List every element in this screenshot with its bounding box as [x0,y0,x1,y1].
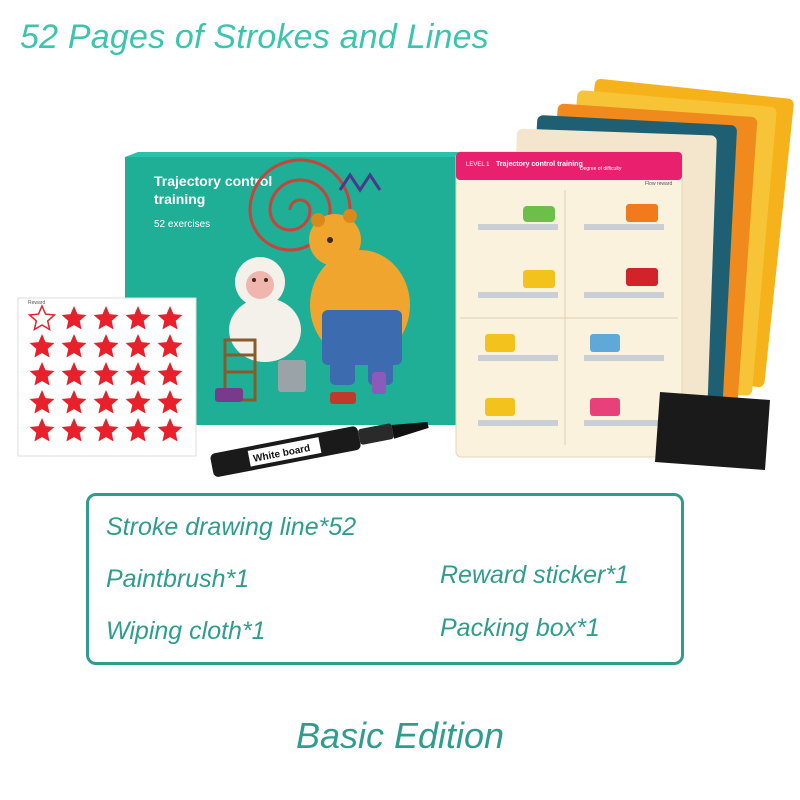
reward-star [29,362,55,386]
contents-item-paintbrush: Paintbrush*1 [106,565,250,593]
sticker-sheet-label: Reward [28,300,45,306]
box-title-line1: Trajectory control [154,173,272,189]
spiral-decoration [248,158,352,252]
sheet-reward-label: Flow reward [645,181,672,187]
contents-item-reward-sticker: Reward sticker*1 [440,561,629,589]
vehicle-icons [485,204,658,416]
reward-star [93,362,119,386]
front-worksheet: LEVEL 1 Trajectory control training Degr… [455,151,683,458]
reward-star [29,334,55,358]
sheep-illustration [223,257,301,402]
box-title-line2: training [154,191,205,207]
contents-box [86,493,684,665]
reward-star [29,390,55,414]
reward-star [93,390,119,414]
contents-item-wiping-cloth: Wiping cloth*1 [106,617,266,645]
reward-star [125,362,151,386]
reward-star [125,334,151,358]
marker-pen: White board [210,422,429,477]
reward-star [157,334,183,358]
reward-star [157,390,183,414]
packing-box: Trajectory control training 52 exercises [125,152,470,425]
reward-star [61,418,87,442]
reward-star [61,390,87,414]
sheet-level-badge: LEVEL 1 [466,162,490,168]
reward-star [61,334,87,358]
reward-sticker-sheet: Reward [17,297,197,457]
star-grid [27,304,183,442]
reward-star [125,418,151,442]
headline: 52 Pages of Strokes and Lines [20,18,489,56]
sheet-difficulty-label: Degree of difficulty [580,166,622,172]
reward-star [157,306,183,330]
trace-lanes [478,224,664,426]
contents-item-stroke-lines: Stroke drawing line*52 [106,513,357,541]
reward-star [125,306,151,330]
reward-star [157,362,183,386]
product-scene: Trajectory control training 52 exercises [17,78,794,477]
reward-star [93,306,119,330]
reward-star [93,334,119,358]
reward-star [61,306,87,330]
reward-star [93,418,119,442]
edition-label: Basic Edition [295,715,505,756]
reward-star [125,390,151,414]
reward-star [61,362,87,386]
sheet-title: Trajectory control training [496,161,583,168]
reward-star [157,418,183,442]
wiping-cloth [655,392,770,470]
box-subtitle: 52 exercises [154,219,210,230]
bear-illustration [309,209,410,385]
contents-item-packing-box: Packing box*1 [440,614,600,642]
reward-star [27,304,57,332]
reward-star [29,418,55,442]
